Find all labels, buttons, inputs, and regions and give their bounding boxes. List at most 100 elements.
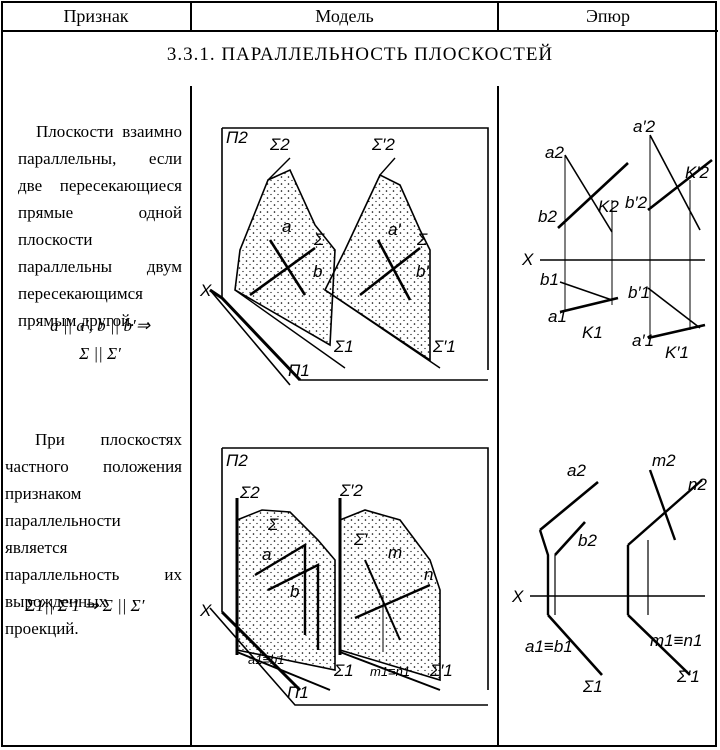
line-a [249,246,316,297]
line-b-prime [376,239,412,301]
row1-formula-line2: Σ || Σ′ [79,344,121,363]
pi1-label: Π1 [288,361,310,380]
a1p-label: a′1 [632,331,654,350]
sigma-prime-plane [323,173,431,362]
b-label-2: b [290,582,299,601]
m2-label-2e: m2 [652,451,676,470]
row1-model [209,127,489,386]
sigma-label: Σ [313,230,325,249]
row2-model [209,447,489,706]
sigma1-line-2 [547,614,603,676]
k2-label: K2 [598,197,619,216]
sigmap-label: Σ [416,230,428,249]
header-divider [2,30,718,32]
a2-line-2 [539,480,599,532]
a2-label: a2 [545,143,564,162]
n2-line-2 [627,479,703,546]
sigma-plane [234,168,336,347]
row2-epure [530,469,705,676]
line-b [268,239,307,296]
sigmap-label-2: Σ′ [353,530,368,549]
x-label-2: X [199,601,212,620]
x-epure2-label: X [511,587,524,606]
a1-label: a1 [548,307,567,326]
pi2-plane-2 [221,447,489,690]
sigma2p-trace [379,157,396,176]
pi2-label-2: Π2 [226,451,248,470]
b1p-line [647,287,701,329]
sigma2-label-2: Σ2 [239,483,260,502]
b1-label: b1 [540,270,559,289]
sigma2-trace [267,157,291,181]
row1-text: Плоскости взаимно параллельны, если две … [18,122,182,330]
a2p-line [649,134,701,231]
m1n1-label-2: m1≡n1 [370,664,410,679]
sigma1p-line-2 [627,614,691,676]
sigma2p-label: Σ′2 [371,135,395,154]
sigma-plane-2 [236,509,336,671]
sigma1p-label-2: Σ′1 [429,661,453,680]
pi2-plane [221,127,489,370]
line-a-2 [254,542,307,635]
row1-epure-labels: a2 b2 K2 a′2 b′2 K′2 X b1 a1 K1 b′1 a′1 … [521,117,710,362]
bp-label: b′ [416,262,429,281]
a2-line [564,154,613,233]
header-priznak: Признак [63,6,129,26]
b2p-line [647,158,713,212]
sigma-prime-plane-2 [339,509,441,682]
sigma1-label-2e: Σ1 [582,677,603,696]
sigma1-label-2: Σ1 [333,661,354,680]
sigma1-trace [234,289,346,369]
line-n-2 [354,583,431,620]
x-axis-model1 [209,289,223,299]
column-divider-1 [190,2,192,30]
b2-label-2e: b2 [578,531,597,550]
m2-line-2 [648,469,677,541]
b1p-label: b′1 [628,283,650,302]
a2-label-2e: a2 [567,461,586,480]
a1b1-label-2e: a1≡b1 [525,637,573,656]
n-label-2: n [424,565,433,584]
row2-model-labels: Π2 Σ2 Σ′2 Σ Σ′ a b m n X a1≡b1 m1≡n1 Σ1 … [199,451,453,702]
row1-epure [540,134,713,340]
column-divider-2 [497,2,499,30]
ap-label: a′ [388,220,401,239]
sigma1-label: Σ1 [333,337,354,356]
a-label: a [282,217,291,236]
sigma-label-2: Σ [267,515,279,534]
sigma2p-label-2: Σ′2 [339,481,363,500]
k1p-label: K′1 [665,343,689,362]
sigma1-trace-2 [236,651,331,691]
b1-line [559,281,613,301]
a2p-label: a′2 [633,117,656,136]
a-label-2: a [262,545,271,564]
sigma1p-trace-2 [339,651,441,691]
pi2-label: Π2 [226,128,248,147]
pi1-label-2: Π1 [287,683,309,702]
a-vert-2 [538,529,550,615]
row1-model-labels: Π2 Σ2 Σ′2 X a b Σ a′ b′ Σ Σ1 Σ′1 Π1 [199,128,456,380]
b-label: b [313,262,322,281]
model-divider-left [190,86,192,747]
n2-label-2e: n2 [688,475,707,494]
header-epure: Эпюр [586,6,630,26]
b2-line [557,162,629,229]
a1b1-label-2: a1≡b1 [248,652,285,667]
row2-epure-labels: a2 b2 m2 n2 X a1≡b1 m1≡n1 Σ1 Σ′1 [511,451,707,696]
line-b-2 [267,563,320,650]
row1-formula-line1: a || a′, b || b′⇒ [50,316,150,335]
a1p-line [647,323,706,340]
row2-formula: Σ1|| Σ′1 ⇒ Σ || Σ′ [25,596,145,615]
k1-label: K1 [582,323,603,342]
b2-label: b2 [538,207,557,226]
section-title: 3.3.1. ПАРАЛЛЕЛЬНОСТЬ ПЛОСКОСТЕЙ [166,44,554,65]
b2-line-2 [554,521,586,556]
m-label-2: m [388,543,402,562]
a1-line [559,296,619,314]
m1n1-label-2e: m1≡n1 [650,631,702,650]
b2p-label: b′2 [625,193,648,212]
model-divider-right [497,86,499,747]
